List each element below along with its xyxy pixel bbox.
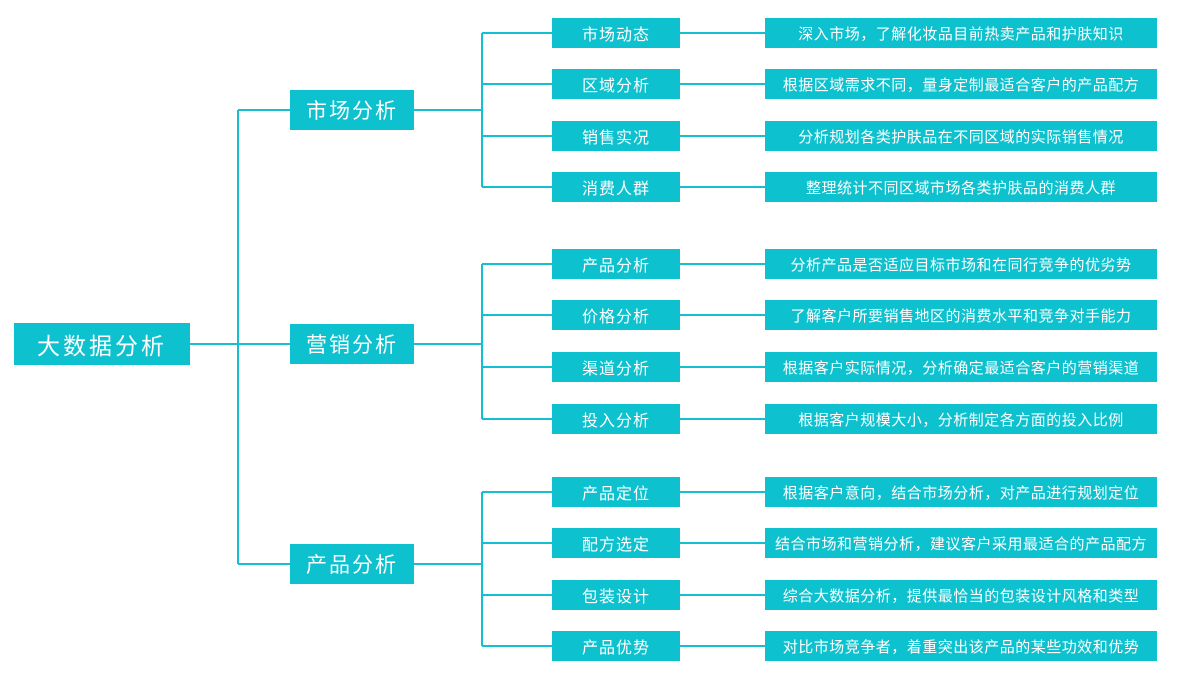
node-leaf-label: 价格分析 <box>581 309 650 326</box>
node-description-label: 深入市场，了解化妆品目前热卖产品和护肤知识 <box>798 25 1124 43</box>
node-leaf[interactable]: 投入分析 <box>552 404 680 434</box>
node-description-label: 综合大数据分析，提供最恰当的包装设计风格和类型 <box>782 587 1140 605</box>
node-leaf-label: 区域分析 <box>581 78 650 95</box>
node-description-label: 根据区域需求不同，量身定制最适合客户的产品配方 <box>782 76 1140 94</box>
node-description[interactable]: 根据客户实际情况，分析确定最适合客户的营销渠道 <box>765 352 1157 382</box>
node-leaf[interactable]: 市场动态 <box>552 18 680 48</box>
node-leaf[interactable]: 销售实况 <box>552 121 680 151</box>
node-description-label: 根据客户实际情况，分析确定最适合客户的营销渠道 <box>782 359 1140 377</box>
node-description-label: 根据客户意向，结合市场分析，对产品进行规划定位 <box>782 484 1140 502</box>
node-description-label: 分析规划各类护肤品在不同区域的实际销售情况 <box>798 128 1124 146</box>
node-leaf[interactable]: 消费人群 <box>552 172 680 202</box>
node-description[interactable]: 综合大数据分析，提供最恰当的包装设计风格和类型 <box>765 580 1157 610</box>
node-description[interactable]: 根据区域需求不同，量身定制最适合客户的产品配方 <box>765 69 1157 99</box>
node-leaf-label: 产品优势 <box>581 640 650 657</box>
node-branch-market-label: 市场分析 <box>306 100 398 123</box>
node-branch-market[interactable]: 市场分析 <box>290 90 414 130</box>
node-description[interactable]: 了解客户所要销售地区的消费水平和竞争对手能力 <box>765 300 1157 330</box>
node-leaf-label: 产品分析 <box>581 258 650 275</box>
node-branch-product[interactable]: 产品分析 <box>290 544 414 584</box>
node-leaf[interactable]: 产品优势 <box>552 631 680 661</box>
node-root[interactable]: 大数据分析 <box>14 323 190 365</box>
node-description[interactable]: 根据客户意向，结合市场分析，对产品进行规划定位 <box>765 477 1157 507</box>
node-description[interactable]: 分析规划各类护肤品在不同区域的实际销售情况 <box>765 121 1157 151</box>
node-leaf[interactable]: 配方选定 <box>552 528 680 558</box>
node-description[interactable]: 根据客户规模大小，分析制定各方面的投入比例 <box>765 404 1157 434</box>
node-description[interactable]: 整理统计不同区域市场各类护肤品的消费人群 <box>765 172 1157 202</box>
node-leaf[interactable]: 价格分析 <box>552 300 680 330</box>
node-branch-product-label: 产品分析 <box>306 554 398 577</box>
node-leaf[interactable]: 产品分析 <box>552 249 680 279</box>
node-description[interactable]: 结合市场和营销分析，建议客户采用最适合的产品配方 <box>765 528 1157 558</box>
node-root-label: 大数据分析 <box>37 333 167 359</box>
node-leaf-label: 市场动态 <box>581 27 650 44</box>
node-description[interactable]: 深入市场，了解化妆品目前热卖产品和护肤知识 <box>765 18 1157 48</box>
node-leaf[interactable]: 渠道分析 <box>552 352 680 382</box>
node-branch-marketing[interactable]: 营销分析 <box>290 324 414 364</box>
node-description-label: 根据客户规模大小，分析制定各方面的投入比例 <box>798 411 1124 429</box>
node-description-label: 整理统计不同区域市场各类护肤品的消费人群 <box>805 179 1116 197</box>
node-description-label: 对比市场竞争者，着重突出该产品的某些功效和优势 <box>782 638 1140 656</box>
node-leaf[interactable]: 产品定位 <box>552 477 680 507</box>
node-leaf[interactable]: 包装设计 <box>552 580 680 610</box>
node-description-label: 了解客户所要销售地区的消费水平和竞争对手能力 <box>790 307 1132 325</box>
node-branch-marketing-label: 营销分析 <box>306 334 398 357</box>
node-leaf-label: 配方选定 <box>581 537 650 554</box>
node-description-label: 结合市场和营销分析，建议客户采用最适合的产品配方 <box>774 535 1147 553</box>
node-leaf[interactable]: 区域分析 <box>552 69 680 99</box>
node-description[interactable]: 对比市场竞争者，着重突出该产品的某些功效和优势 <box>765 631 1157 661</box>
node-leaf-label: 销售实况 <box>581 130 650 147</box>
node-description-label: 分析产品是否适应目标市场和在同行竞争的优劣势 <box>790 256 1132 274</box>
node-leaf-label: 产品定位 <box>581 486 650 503</box>
node-leaf-label: 消费人群 <box>581 181 650 198</box>
node-leaf-label: 投入分析 <box>581 413 650 430</box>
node-leaf-label: 渠道分析 <box>581 361 650 378</box>
node-leaf-label: 包装设计 <box>581 589 650 606</box>
node-description[interactable]: 分析产品是否适应目标市场和在同行竞争的优劣势 <box>765 249 1157 279</box>
